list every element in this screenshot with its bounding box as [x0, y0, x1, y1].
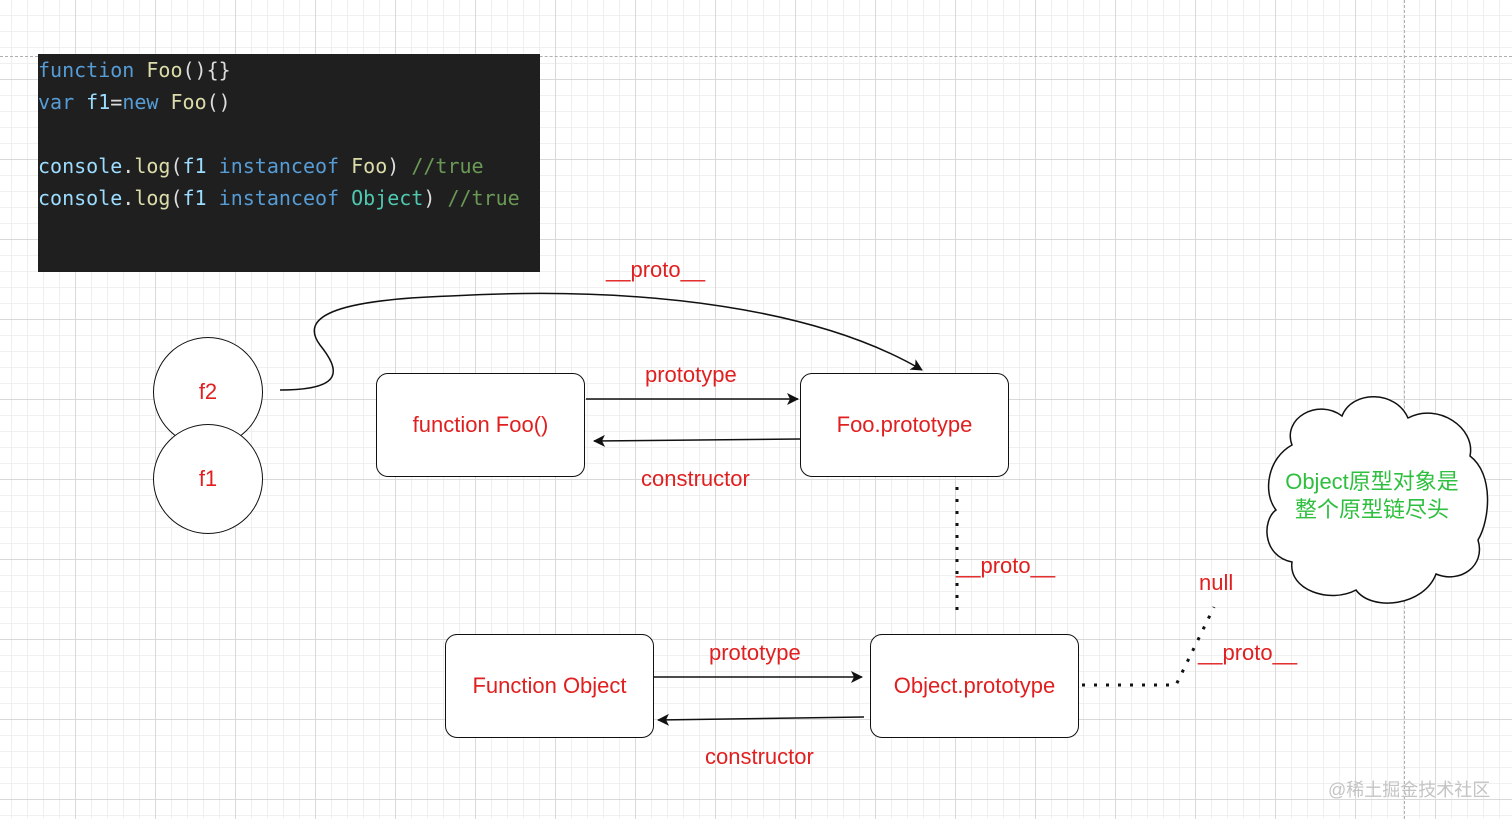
code-token: (){}	[182, 58, 231, 82]
label-prototype-top: prototype	[645, 362, 737, 387]
code-token: instanceof	[218, 186, 340, 210]
label-proto-right: __proto__	[1198, 640, 1298, 665]
node-f1: f1	[153, 424, 263, 534]
code-token: log	[134, 154, 171, 178]
code-line: function Foo(){}	[38, 54, 540, 86]
code-token: (	[170, 186, 183, 210]
cloud-note-line1: Object原型对象是	[1285, 469, 1459, 494]
proto-arrow-f2-to-foo-prototype	[279, 292, 923, 391]
node-object-prototype: Object.prototype	[870, 634, 1079, 738]
code-line: var f1=new Foo()	[38, 86, 540, 118]
watermark: @稀土掘金技术社区	[1328, 780, 1491, 800]
code-line: console.log(f1 instanceof Foo) //true	[38, 150, 540, 182]
cloud-shape	[1266, 396, 1489, 604]
code-token: //true	[411, 154, 484, 178]
code-token: instanceof	[218, 154, 340, 178]
code-token: )	[423, 186, 448, 210]
code-token: console	[38, 186, 123, 210]
code-token: console	[38, 154, 123, 178]
constructor-arrow-foo	[593, 434, 801, 447]
node-function-foo: function Foo()	[376, 373, 585, 477]
node-foo-prototype-label: Foo.prototype	[836, 412, 973, 437]
label-prototype-bottom: prototype	[709, 640, 801, 665]
dashed-guide-horizontal	[0, 56, 1512, 57]
node-f1-label: f1	[198, 466, 218, 491]
code-token: f1	[86, 90, 111, 114]
label-constructor-top: constructor	[641, 466, 750, 491]
code-token: =	[110, 90, 123, 114]
code-token: f1	[182, 186, 207, 210]
code-token: (	[170, 154, 183, 178]
label-proto-top: __proto__	[606, 257, 706, 282]
code-token: )	[387, 154, 412, 178]
node-function-object-label: Function Object	[472, 673, 627, 698]
node-function-object: Function Object	[445, 634, 654, 738]
code-token: f1	[182, 154, 207, 178]
code-token: .	[122, 186, 135, 210]
label-constructor-bottom: constructor	[705, 744, 814, 769]
code-token: ()	[206, 90, 231, 114]
code-token: //true	[447, 186, 520, 210]
node-object-prototype-label: Object.prototype	[893, 673, 1056, 698]
node-null: null	[1199, 570, 1234, 595]
node-foo-prototype: Foo.prototype	[800, 373, 1009, 477]
code-token: var	[38, 90, 75, 114]
code-token: .	[122, 154, 135, 178]
dashed-guide-vertical	[1404, 0, 1405, 819]
cloud-note-line2: 整个原型链尽头	[1294, 497, 1449, 522]
code-token: Foo	[351, 154, 388, 178]
code-token: log	[134, 186, 171, 210]
code-snippet: function Foo(){}var f1=new Foo()console.…	[38, 54, 540, 272]
code-token: Foo	[146, 58, 183, 82]
label-proto-middle: __proto__	[956, 553, 1056, 578]
code-line: console.log(f1 instanceof Object) //true	[38, 182, 540, 214]
node-function-foo-label: function Foo()	[412, 412, 549, 437]
node-f2-label: f2	[198, 379, 218, 404]
code-token: new	[122, 90, 159, 114]
code-token: function	[38, 58, 135, 82]
code-token: Foo	[170, 90, 207, 114]
constructor-arrow-object	[657, 713, 865, 726]
proto-dotted-object-to-null	[1082, 606, 1216, 687]
code-token: Object	[351, 186, 424, 210]
cloud-note: Object原型对象是 整个原型链尽头	[1270, 468, 1474, 524]
